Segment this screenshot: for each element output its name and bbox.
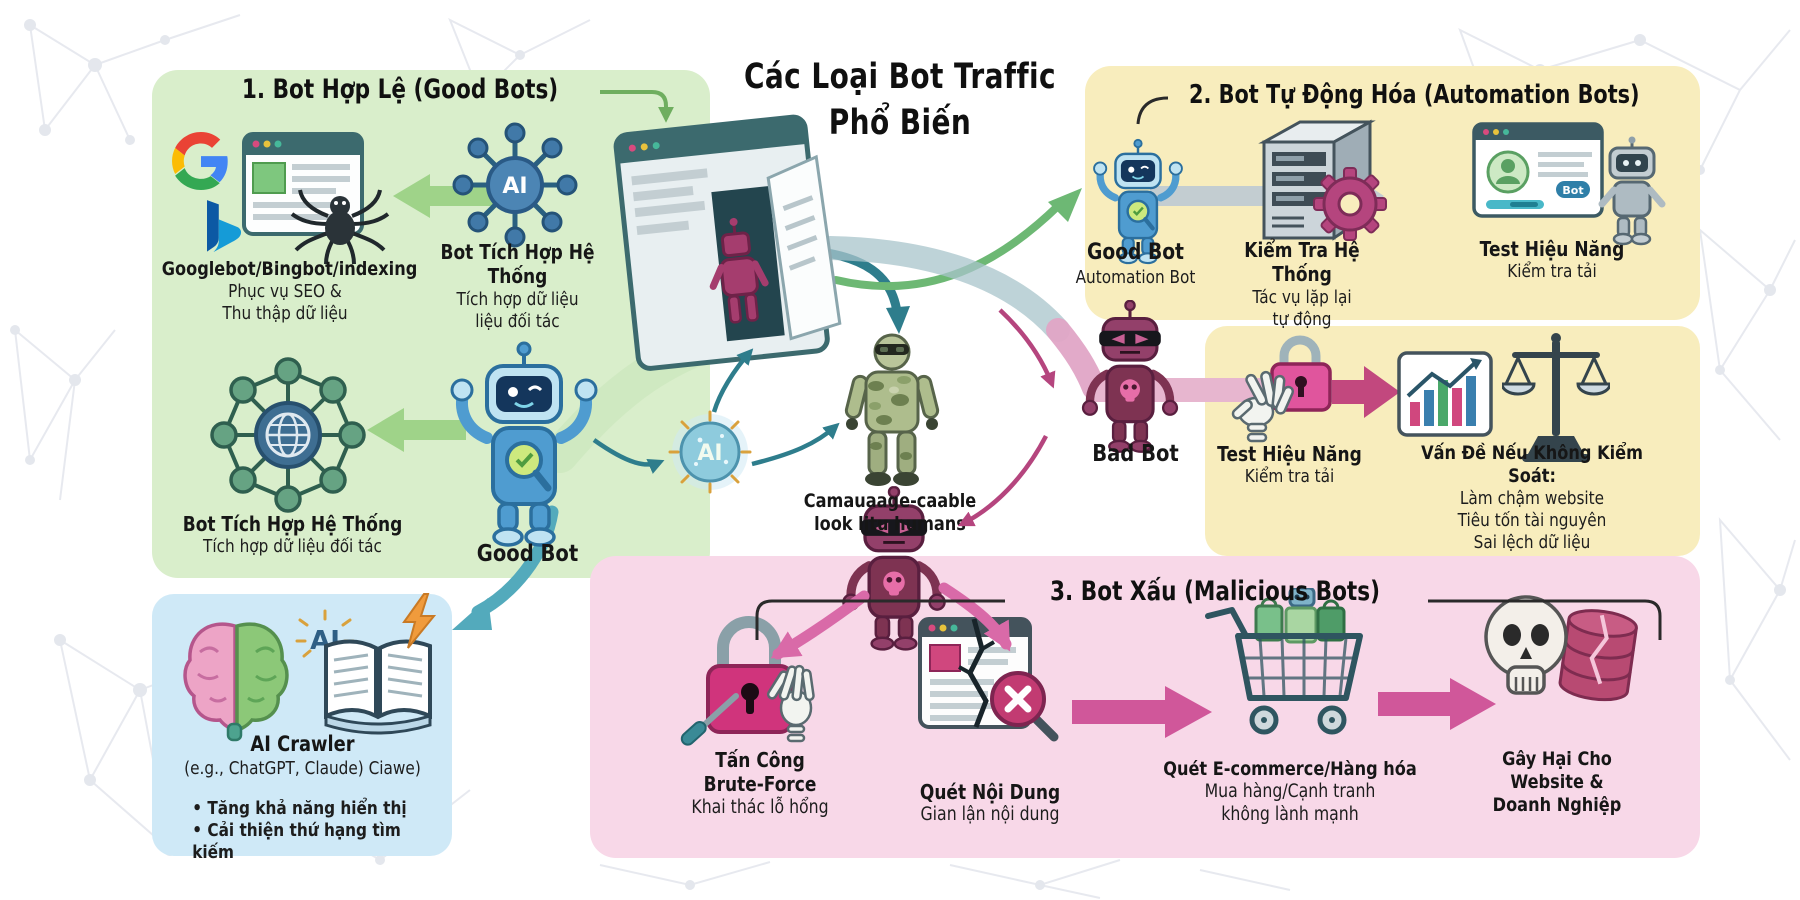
skeleton-hand-lock-icon — [1222, 328, 1342, 450]
section2-heading: 2. Bot Tự Động Hóa (Automation Bots) — [1189, 80, 1640, 110]
page-title-line2: Phổ Biến — [828, 102, 972, 143]
ecommerce-scraping-label: Quét E-commerce/Hàng hóa Mua hàng/Cạnh t… — [1163, 758, 1417, 825]
skeleton-hand-icon — [766, 664, 815, 743]
server-gear-icon — [1242, 112, 1397, 254]
browser-spider-crawler-icon — [240, 130, 395, 270]
ai-hub-label: AI — [502, 174, 527, 199]
cracked-browser-icon — [912, 615, 1062, 755]
section1-heading: 1. Bot Hợp Lệ (Good Bots) — [241, 74, 559, 105]
open-book-icon — [318, 628, 438, 738]
scales-of-justice-icon — [1502, 326, 1610, 466]
skull-icon — [1484, 595, 1568, 695]
cart-robot-icon — [1288, 588, 1316, 608]
network-globe-wheel-icon — [208, 355, 368, 515]
skull-database-icon — [1474, 585, 1639, 733]
automation-good-bot-label: Good Bot Automation Bot — [1075, 240, 1196, 288]
page-title-line1: Các Loại Bot Traffic — [743, 57, 1057, 97]
brute-force-label: Tấn Công Brute-Force Khai thác lỗ hổng — [691, 748, 829, 818]
brute-force-padlock-icon — [678, 608, 828, 750]
lightning-bolt-icon — [398, 592, 440, 650]
page-title: Các Loại Bot Traffic Phổ Biến — [724, 55, 1076, 146]
uncontrolled-risk-label: Vấn Đề Nếu Không Kiểm Soát: Làm chậm web… — [1421, 442, 1643, 554]
ai-orb-label: AI — [697, 441, 722, 466]
entering-bot-icon — [709, 217, 769, 324]
content-scraping-label: Quét Nội Dung Gian lận nội dung — [919, 780, 1061, 826]
integration-bot-bottom-label: Bot Tích Hợp Hệ Thống Tích hợp dữ liệu đ… — [182, 512, 403, 558]
integration-bot-top-label: Bot Tích Hợp Hệ Thống Tích hợp dữ liệu l… — [440, 240, 595, 332]
ai-hub-icon: AI — [452, 122, 578, 248]
system-check-label: Kiểm Tra Hệ Thống Tác vụ lặp lại tự động — [1244, 238, 1360, 330]
x-magnifier-icon — [990, 671, 1059, 742]
gear-icon — [1313, 167, 1387, 241]
harm-label: Gây Hại Cho Website & Doanh Nghiệp — [1492, 748, 1622, 817]
risk-performance-label: Test Hiệu Năng Kiểm tra tải — [1217, 442, 1362, 488]
performance-test-browser-icon: Bot — [1472, 118, 1682, 253]
camouflage-label: Camauaage-caable look litu humans — [803, 490, 977, 536]
good-bot-robot-icon — [448, 340, 600, 553]
brain-icon — [178, 612, 296, 742]
ai-orb-icon: AI — [668, 410, 752, 494]
ai-crawler-title: AI Crawler (e.g., ChatGPT, Claude) Ciawe… — [184, 732, 421, 779]
camouflage-human-icon — [842, 330, 942, 488]
grey-robot-icon — [1598, 136, 1666, 246]
database-icon — [1558, 609, 1638, 702]
performance-test-label: Test Hiệu Năng Kiểm tra tải — [1479, 237, 1625, 283]
bad-bot-robot-icon — [1076, 300, 1184, 454]
section3-heading: 3. Bot Xấu (Malicious Bots) — [1050, 576, 1380, 607]
seo-bot-label: Googlebot/Bingbot/indexing Phục vụ SEO &… — [161, 258, 418, 325]
bot-badge: Bot — [1562, 184, 1583, 197]
google-logo-icon — [172, 132, 230, 190]
analytics-chart-icon — [1396, 350, 1494, 438]
good-bot-label: Good Bot — [476, 541, 579, 567]
shopping-cart-icon — [1198, 588, 1378, 746]
bing-logo-icon — [196, 198, 248, 258]
ai-crawler-bullets: • Tăng khả năng hiển thị • Cải thiện thứ… — [192, 798, 407, 863]
skeleton-hand-icon — [1231, 370, 1295, 443]
bad-bot-label: Bad Bot — [1092, 441, 1179, 467]
